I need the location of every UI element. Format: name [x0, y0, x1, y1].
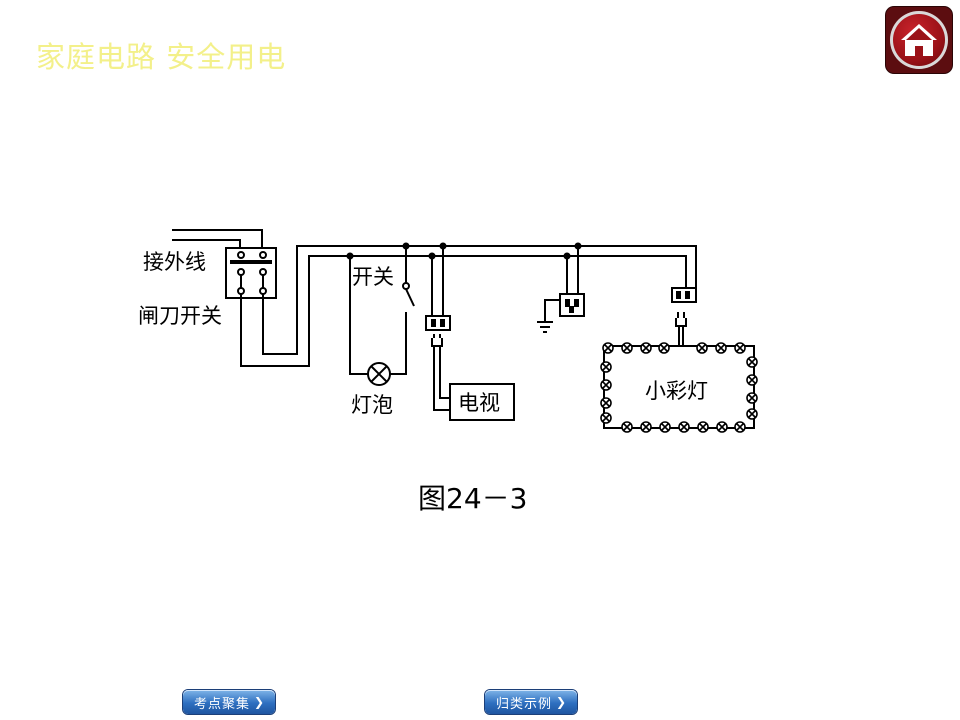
nav-button-examples[interactable]: 归类示例 ❯ — [485, 690, 577, 714]
chevron-right-icon: ❯ — [555, 695, 567, 709]
label-knife-switch: 闸刀开关 — [138, 304, 222, 328]
label-external-line: 接外线 — [143, 250, 206, 274]
page-title: 家庭电路 安全用电 — [36, 40, 287, 74]
nav-button-key-points[interactable]: 考点聚集 ❯ — [183, 690, 275, 714]
label-small-lights: 小彩灯 — [645, 379, 708, 403]
label-tv: 电视 — [458, 391, 500, 415]
label-bulb: 灯泡 — [351, 393, 393, 417]
home-icon — [890, 11, 948, 69]
figure-caption: 图24－3 — [418, 482, 527, 515]
chevron-right-icon: ❯ — [253, 695, 265, 709]
nav-button-label: 归类示例 — [495, 696, 552, 712]
label-switch: 开关 — [352, 265, 394, 289]
nav-button-label: 考点聚集 — [193, 696, 250, 712]
home-button[interactable] — [886, 7, 952, 73]
